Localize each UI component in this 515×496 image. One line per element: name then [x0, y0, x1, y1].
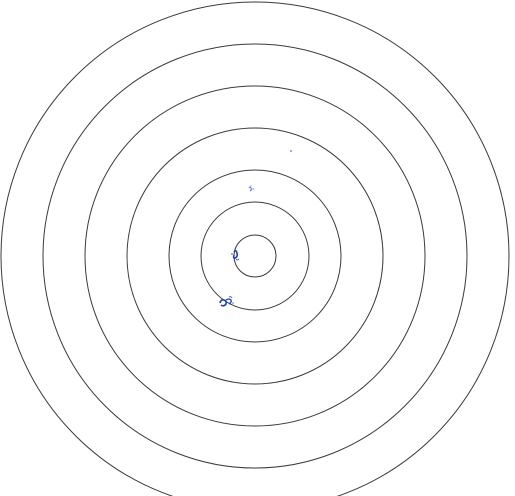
ring-2: [200, 201, 310, 311]
ring-3: [168, 169, 342, 343]
faint-speck: [290, 150, 292, 152]
upper-cluster: [248, 185, 254, 192]
clusters-group: [219, 150, 292, 307]
lower-left-cluster: [219, 296, 234, 307]
center-left-cluster: [231, 249, 240, 261]
ring-4: [126, 127, 384, 385]
ring-5: [84, 85, 426, 427]
ring-1: [233, 234, 277, 278]
ring-6: [42, 43, 468, 469]
